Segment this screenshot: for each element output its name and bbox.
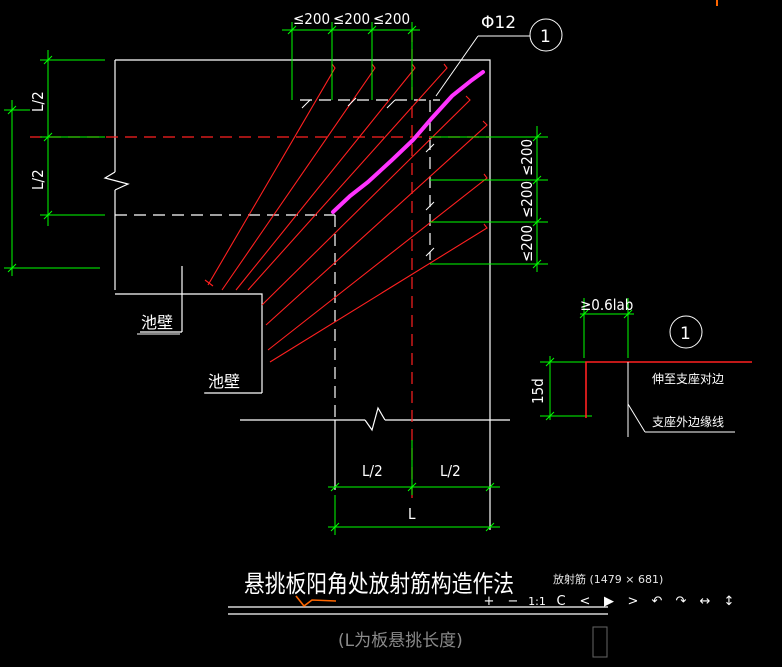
drawing-subtitle: (L为板悬挑长度) xyxy=(338,631,463,651)
corner-indicator xyxy=(716,0,718,6)
actual-size-button[interactable]: 1:1 xyxy=(528,594,546,608)
bottom-dim-2: L/2 xyxy=(440,462,461,480)
detail-anchor-dim: ≥0.6lab xyxy=(580,296,633,314)
top-dim-2: ≤200 xyxy=(333,10,370,28)
rebar-ticks xyxy=(301,97,435,257)
bottom-total-dim: L xyxy=(408,505,416,523)
next-icon[interactable]: > xyxy=(627,593,639,609)
image-info: 放射筋 (1479 × 681) xyxy=(553,573,664,586)
left-dim-2: L/2 xyxy=(29,169,47,190)
rotate-right-icon[interactable]: ↷ xyxy=(675,593,687,609)
detail-hook-dim: 15d xyxy=(529,378,547,404)
anchor-detail: 1 ≥0.6lab 15d 伸至支座对边 支座外边缘线 xyxy=(529,296,752,437)
play-icon[interactable]: ▶ xyxy=(604,593,614,609)
top-dim-3: ≤200 xyxy=(373,10,410,28)
top-dim-1: ≤200 xyxy=(293,10,330,28)
detail-note-2: 支座外边缘线 xyxy=(652,414,724,429)
left-dim-1: L/2 xyxy=(29,91,47,112)
detail-marker-number: 1 xyxy=(680,324,691,344)
viewer-thumbnail-icon[interactable] xyxy=(592,626,608,658)
bar-size-label: Φ12 xyxy=(481,13,516,33)
copy-button[interactable]: C xyxy=(556,593,566,609)
rotate-left-icon[interactable]: ↶ xyxy=(651,593,663,609)
slab-outline xyxy=(103,59,510,530)
wall-label-2: 池壁 xyxy=(208,372,240,391)
viewer-toolbar: + − 1:1 C < ▶ > ↶ ↷ ↔ ↕ xyxy=(478,590,740,612)
bottom-dim-1: L/2 xyxy=(362,462,383,480)
zoom-out-icon[interactable]: − xyxy=(507,593,519,609)
support-dashed-lines xyxy=(30,30,490,500)
highlighted-rebar xyxy=(331,70,485,214)
radial-rebars xyxy=(204,63,488,363)
wall-label-1: 池壁 xyxy=(141,313,173,332)
flip-vertical-icon[interactable]: ↕ xyxy=(723,593,735,609)
bar-marker-leader xyxy=(435,18,563,97)
previous-icon[interactable]: < xyxy=(579,593,591,609)
bar-marker-number: 1 xyxy=(540,27,551,47)
orange-annotation-mark xyxy=(295,595,337,608)
detail-note-1: 伸至支座对边 xyxy=(652,371,724,386)
flip-horizontal-icon[interactable]: ↔ xyxy=(699,593,711,609)
right-dim-2: ≤200 xyxy=(518,181,536,218)
dimension-lines xyxy=(4,22,548,535)
drawing-title: 悬挑板阳角处放射筋构造作法 xyxy=(244,570,514,598)
zoom-in-icon[interactable]: + xyxy=(483,593,495,609)
right-dim-1: ≤200 xyxy=(518,139,536,176)
right-dim-3: ≤200 xyxy=(518,225,536,262)
